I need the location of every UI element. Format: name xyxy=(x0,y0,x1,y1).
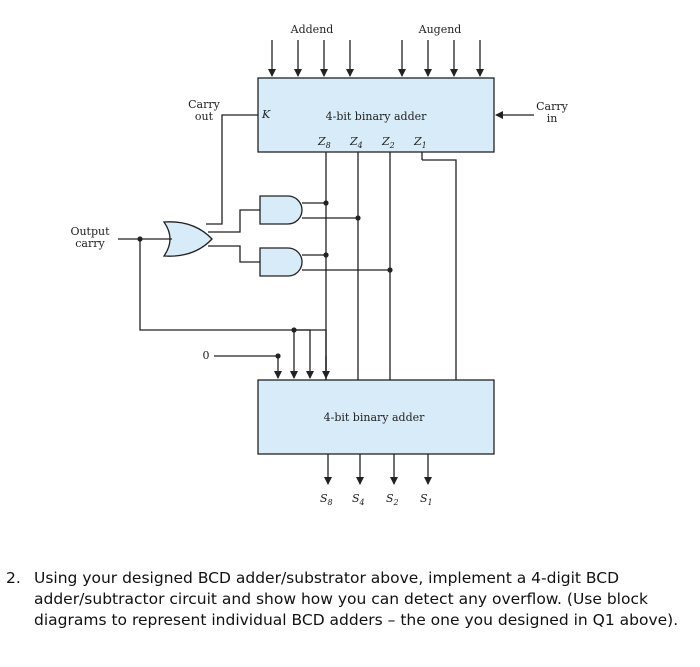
s8-label: S8 xyxy=(320,492,333,507)
augend-input-arrows xyxy=(398,40,484,77)
z4-label: Z4 xyxy=(349,135,363,150)
augend-label: Augend xyxy=(418,23,462,36)
bcd-adder-diagram: Addend Augend K 4-bit binary adder Z8 Z4… xyxy=(70,23,568,507)
bottom-adder-label: 4-bit binary adder xyxy=(324,411,426,424)
z2-label: Z2 xyxy=(381,135,395,150)
carry-out-label-line1: Carry xyxy=(188,98,220,111)
question-text: Using your designed BCD adder/substrator… xyxy=(34,569,679,629)
k-label: K xyxy=(261,108,271,121)
carry-in-label-line2: in xyxy=(547,112,558,125)
carry-in-label-line1: Carry xyxy=(536,100,568,113)
carry-out-wire xyxy=(206,114,258,225)
s2-label: S2 xyxy=(386,492,399,507)
z-output-wires xyxy=(325,152,457,380)
z1-label: Z1 xyxy=(413,135,427,150)
zero-label: 0 xyxy=(203,349,210,362)
zero-input-arrow xyxy=(214,355,282,379)
and-gate-input-wires xyxy=(302,200,393,273)
question-number: 2. xyxy=(6,569,21,587)
s4-label: S4 xyxy=(352,492,365,507)
s1-label: S1 xyxy=(420,492,433,507)
addend-label: Addend xyxy=(290,23,334,36)
addend-input-arrows xyxy=(268,40,354,77)
zero-junction xyxy=(275,353,281,359)
sum-output-arrows xyxy=(324,454,432,485)
output-carry-label-line1: Output xyxy=(70,225,110,238)
bottom-binary-adder-block xyxy=(257,379,495,455)
and-gate-lower xyxy=(259,247,303,277)
top-adder-label: 4-bit binary adder xyxy=(326,110,428,123)
correction-feedback-wire xyxy=(139,239,327,380)
z8-label: Z8 xyxy=(317,135,331,150)
correction-bit-2-arrow xyxy=(294,329,314,379)
question-block: 2. Using your designed BCD adder/substra… xyxy=(6,568,696,631)
and-to-or-wires xyxy=(208,209,260,263)
output-carry-label-line2: carry xyxy=(75,237,105,250)
and-gate-upper xyxy=(259,195,303,225)
carry-out-label-line2: out xyxy=(195,110,214,123)
